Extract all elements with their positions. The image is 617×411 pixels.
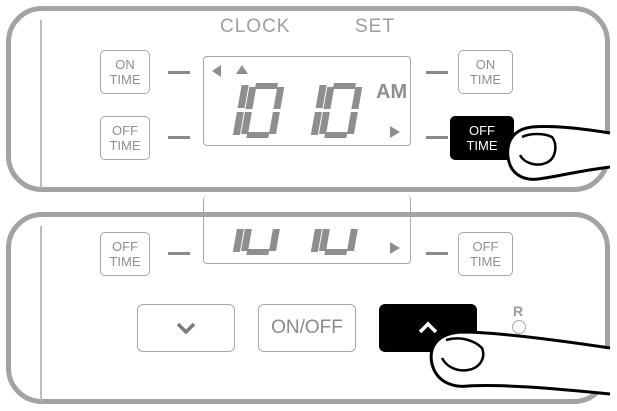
connector-line	[426, 136, 448, 139]
chevron-up-icon	[418, 321, 438, 334]
down-button[interactable]	[137, 304, 235, 352]
set-off-time-button[interactable]: OFF TIME	[450, 116, 514, 160]
digit-hours-tens	[232, 85, 249, 135]
clock-off-time-button[interactable]: OFF TIME	[100, 116, 150, 160]
lcd-display-partial	[203, 196, 411, 264]
button-label-line2: TIME	[109, 254, 141, 269]
bottom-right-off-time-button[interactable]: OFF TIME	[458, 232, 513, 276]
right-triangle-icon	[390, 242, 400, 254]
meridiem-indicator: AM	[376, 81, 408, 103]
digit-minutes-ones	[319, 83, 363, 138]
bottom-left-off-time-button[interactable]: OFF TIME	[100, 232, 150, 276]
button-label-line2: TIME	[109, 138, 141, 153]
set-on-time-button[interactable]: ON TIME	[458, 50, 513, 94]
connector-line	[168, 252, 190, 255]
button-label-line2: TIME	[466, 138, 498, 153]
clock-on-time-button[interactable]: ON TIME	[100, 50, 150, 94]
button-label-line1: ON	[115, 57, 135, 72]
left-triangle-icon	[212, 65, 221, 77]
finger-press-icon	[429, 330, 611, 396]
connector-line	[426, 71, 448, 74]
connector-line	[168, 71, 190, 74]
connector-line	[426, 252, 448, 255]
set-header: SET	[355, 16, 395, 37]
chevron-down-icon	[176, 322, 196, 335]
lcd-partial-digits	[232, 229, 400, 255]
on-off-button[interactable]: ON/OFF	[258, 304, 356, 352]
bottom-panel-edge	[40, 226, 42, 401]
connector-line	[168, 136, 190, 139]
digit-hours-ones	[241, 83, 285, 138]
lcd-indicators	[212, 65, 400, 138]
right-triangle-icon	[390, 126, 400, 138]
button-label-line2: TIME	[469, 254, 502, 269]
digit-minutes-tens	[310, 85, 327, 135]
finger-press-icon	[506, 124, 611, 181]
button-label-line1: ON	[475, 57, 496, 72]
button-label-line1: OFF	[472, 239, 499, 254]
button-label-line1: OFF	[112, 239, 138, 254]
lcd-display: AM	[203, 56, 411, 146]
bottom-panel-top-border	[40, 212, 580, 217]
button-label-line2: TIME	[109, 72, 141, 87]
top-panel-edge	[40, 20, 42, 188]
reset-label: R	[513, 303, 524, 319]
reset-button[interactable]	[512, 320, 526, 334]
button-label-line1: OFF	[469, 123, 495, 138]
clock-header: CLOCK	[220, 16, 291, 37]
button-label-line2: TIME	[469, 72, 502, 87]
up-triangle-icon	[236, 65, 248, 74]
button-label-line1: OFF	[112, 123, 138, 138]
